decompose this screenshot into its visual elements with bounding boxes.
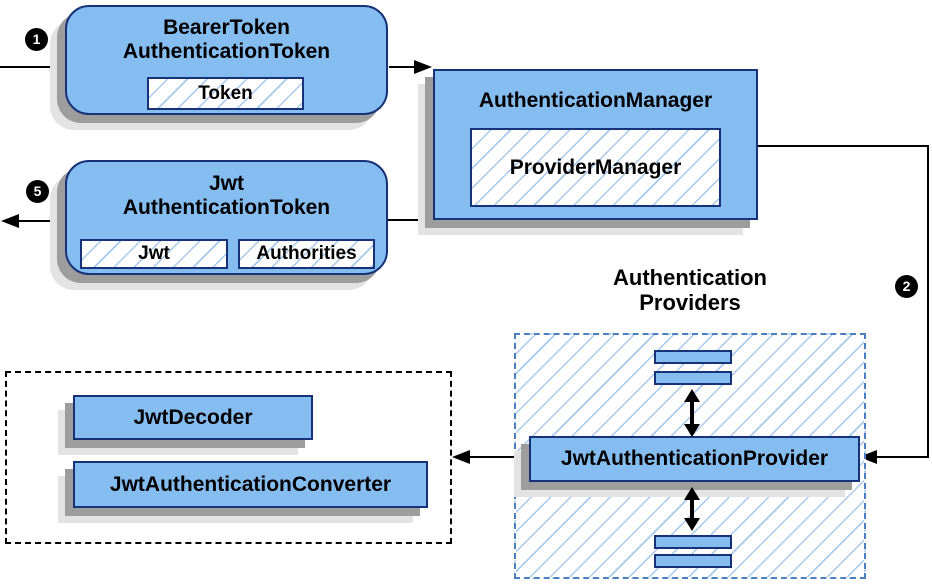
arrow-bearer-to-manager-line [389,66,415,68]
bearer-token-authentication-token-node: BearerToken AuthenticationToken Token [65,5,388,115]
step-badge-2: 2 [895,275,918,298]
step-badge-1: 1 [25,28,48,51]
provider-stack-bar [654,350,732,364]
jwt-chip: Jwt [80,239,228,269]
jwt-authentication-provider-node: JwtAuthenticationProvider [529,436,860,482]
arrow-provider-to-decoders-line [466,456,528,458]
double-arrow-icon [684,487,700,531]
decoder-converter-group: JwtDecoder JwtAuthenticationConverter [5,371,452,544]
authentication-providers-label-line1: Authentication [613,265,767,290]
arrow-out-line [19,220,65,222]
arrow-manager-to-provider-top [758,145,929,147]
authentication-providers-group: JwtAuthenticationProvider [514,333,866,579]
jwt-token-title-line1: Jwt [208,172,244,195]
jwt-token-title-line2: AuthenticationToken [122,196,331,219]
jwt-authentication-converter-node: JwtAuthenticationConverter [73,461,428,508]
arrow-out-head-icon [1,214,19,228]
token-chip: Token [147,77,304,110]
provider-stack-bar [654,535,732,549]
arrow-bearer-to-manager-head-icon [414,60,432,74]
jwt-decoder-node: JwtDecoder [73,395,313,440]
token-chip-label: Token [198,82,253,104]
bearer-token-title-line2: AuthenticationToken [122,40,331,63]
provider-manager-label: ProviderManager [509,155,682,179]
authorities-chip-label: Authorities [256,243,357,264]
arrow-manager-to-provider-bottom [873,456,929,458]
jwt-authentication-token-node: Jwt AuthenticationToken Jwt Authorities [65,160,388,275]
authentication-providers-label-line2: Providers [639,290,741,315]
arrow-request-in [0,66,65,68]
jwt-authentication-provider-label: JwtAuthenticationProvider [560,447,829,470]
provider-stack-bar [654,554,732,568]
arrow-provider-to-decoders-head-icon [452,450,470,464]
authorities-chip: Authorities [238,239,375,269]
authentication-manager-node: AuthenticationManager ProviderManager [433,69,758,220]
step-badge-5: 5 [26,180,49,203]
jwt-decoder-label: JwtDecoder [133,405,253,429]
authentication-providers-label: Authentication Providers [545,265,835,315]
jwt-chip-label: Jwt [138,243,170,264]
provider-stack-bar [654,371,732,385]
arrow-manager-to-provider-vertical [927,145,929,457]
double-arrow-icon [684,389,700,437]
authentication-manager-title: AuthenticationManager [478,89,713,112]
jwt-authentication-converter-label: JwtAuthenticationConverter [109,472,392,496]
provider-manager-inner-box: ProviderManager [470,128,721,207]
arrow-manager-to-jwt-token [388,219,433,221]
bearer-token-title-line1: BearerToken [163,16,290,39]
